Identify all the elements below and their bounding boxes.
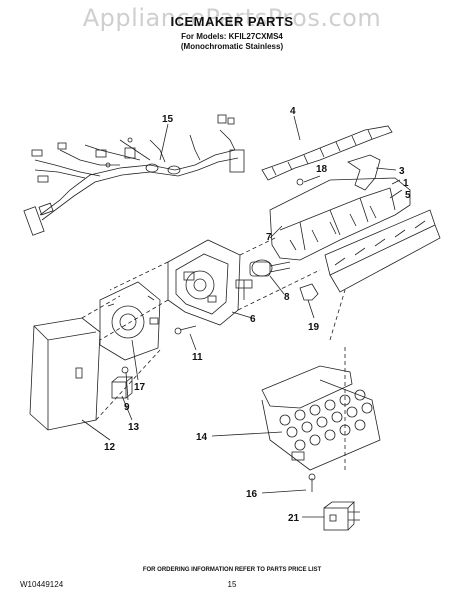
small-parts-9-13 <box>111 366 134 399</box>
screw-part-11 <box>174 325 197 335</box>
bracket-part-3 <box>347 154 381 191</box>
callout-17: 17 <box>134 382 146 393</box>
callout-13: 13 <box>128 422 140 433</box>
ice-bin-part-14 <box>261 365 381 471</box>
callout-9: 9 <box>124 402 130 413</box>
callout-15: 15 <box>162 114 174 125</box>
variant-line: (Monochromatic Stainless) <box>180 42 284 51</box>
model-line: For Models: KFIL27CXMS4 <box>181 32 283 41</box>
leader-lines <box>81 115 403 518</box>
control-module-part-17 <box>99 281 161 361</box>
housing-part-6 <box>167 239 241 326</box>
callout-12: 12 <box>104 442 116 453</box>
callout-3: 3 <box>399 166 405 177</box>
front-cover-part-12 <box>29 317 101 431</box>
clip-part-19 <box>299 283 319 301</box>
page-number: 15 <box>227 580 237 589</box>
callout-5: 5 <box>405 190 411 201</box>
callout-7: 7 <box>266 232 272 243</box>
callout-18: 18 <box>316 164 328 175</box>
motor-parts-7-8 <box>235 259 291 300</box>
stripper-part-4 <box>261 125 393 181</box>
document-number: W10449124 <box>20 580 64 589</box>
callout-19: 19 <box>308 322 320 333</box>
callout-11: 11 <box>192 352 203 363</box>
mold-heater-part-5 <box>324 209 441 293</box>
connector-part-21 <box>323 501 360 531</box>
page-title: ICEMAKER PARTS <box>170 14 294 29</box>
wire-harness-part-15 <box>23 114 245 236</box>
callout-6: 6 <box>250 314 256 325</box>
assembly-guide-lines <box>81 237 346 470</box>
model-info: For Models: KFIL27CXMS4 (Monochromatic S… <box>0 32 464 52</box>
callout-21: 21 <box>288 513 300 524</box>
screw-part-18 <box>296 178 304 186</box>
watermark-text: AppliancePartsPros.com <box>82 4 382 32</box>
callout-1: 1 <box>403 178 409 189</box>
screw-part-16 <box>308 473 316 492</box>
callout-14: 14 <box>196 432 208 443</box>
ordering-note: FOR ORDERING INFORMATION REFER TO PARTS … <box>142 567 322 573</box>
callout-4: 4 <box>290 106 296 117</box>
callout-16: 16 <box>246 489 258 500</box>
callout-8: 8 <box>284 292 290 303</box>
callout-labels: 15 4 18 3 1 5 7 8 6 19 11 17 9 13 12 14 … <box>104 106 411 524</box>
ice-mold-part-1 <box>269 177 411 261</box>
